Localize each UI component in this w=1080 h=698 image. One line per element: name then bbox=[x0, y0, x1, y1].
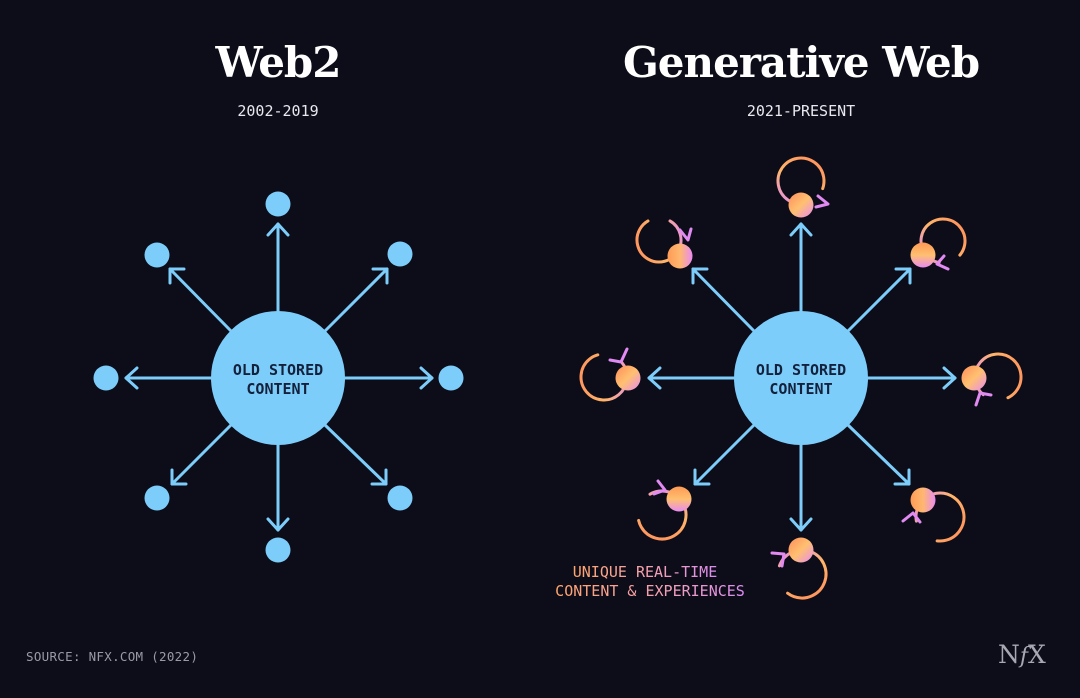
node-dot-bottom-left bbox=[144, 485, 170, 511]
generative-web-title: Generative Web bbox=[622, 38, 980, 87]
generative-nodes bbox=[579, 156, 1023, 600]
hub-label-line1: OLD STORED bbox=[756, 361, 846, 379]
refresh-node-top-right bbox=[910, 217, 967, 271]
cycle-arrowhead-icon bbox=[974, 391, 993, 407]
logo-x: X bbox=[1028, 640, 1046, 669]
arrow-down-right-icon bbox=[846, 423, 911, 486]
node-dot-top-right bbox=[387, 241, 413, 267]
arrow-up-icon bbox=[266, 222, 290, 313]
cycle-arrowhead-icon bbox=[814, 194, 830, 209]
source-credit: SOURCE: NFX.COM (2022) bbox=[26, 649, 199, 664]
node-dot-top-left bbox=[144, 242, 170, 268]
logo-f: f bbox=[1019, 644, 1029, 669]
caption-line2: CONTENT & EXPERIENCES bbox=[555, 582, 745, 600]
hub-label-line2: CONTENT bbox=[769, 380, 832, 398]
arrow-left-icon bbox=[124, 366, 213, 390]
web2-diagram bbox=[124, 222, 434, 532]
arrow-down-left-icon bbox=[693, 423, 756, 486]
node-dot-left bbox=[93, 365, 119, 391]
arrow-up-right-icon bbox=[846, 267, 912, 333]
logo-n: N bbox=[998, 640, 1020, 669]
cycle-arrowhead-icon bbox=[608, 347, 629, 364]
arrow-down-icon bbox=[789, 443, 813, 532]
cycle-arrowhead-icon bbox=[770, 551, 786, 568]
node-dot-right bbox=[438, 365, 464, 391]
arrow-up-icon bbox=[789, 222, 813, 313]
arrow-down-left-icon bbox=[170, 423, 233, 486]
web2-hub: OLD STORED CONTENT bbox=[211, 311, 345, 445]
node-dot-bottom bbox=[265, 537, 291, 563]
refresh-node-bottom-right bbox=[901, 487, 966, 543]
refresh-node-bottom bbox=[770, 537, 828, 600]
arrow-right-icon bbox=[866, 366, 957, 390]
arrow-left-icon bbox=[647, 366, 736, 390]
generative-web-subtitle: 2021-PRESENT bbox=[746, 102, 856, 120]
arrow-up-left-icon bbox=[691, 267, 756, 333]
hub-label-line1: OLD STORED bbox=[233, 361, 323, 379]
refresh-node-right bbox=[961, 352, 1023, 407]
node-dot-bottom-right bbox=[387, 485, 413, 511]
cycle-arrowhead-icon bbox=[678, 227, 693, 242]
node-dot-top bbox=[265, 191, 291, 217]
generative-caption: UNIQUE REAL-TIME CONTENT & EXPERIENCES bbox=[555, 563, 745, 600]
web2-title: Web2 bbox=[215, 38, 341, 87]
cycle-arrowhead-icon bbox=[901, 511, 922, 524]
arrow-down-icon bbox=[266, 443, 290, 532]
refresh-node-top bbox=[776, 156, 830, 218]
refresh-node-top-left bbox=[635, 216, 693, 269]
refresh-node-left bbox=[579, 347, 641, 402]
caption-line1: UNIQUE REAL-TIME bbox=[573, 563, 718, 581]
generative-hub: OLD STORED CONTENT bbox=[734, 311, 868, 445]
arrow-up-right-icon bbox=[323, 267, 389, 333]
cycle-arrowhead-icon bbox=[652, 479, 667, 496]
cycle-arrowhead-icon bbox=[935, 254, 950, 271]
arrow-down-right-icon bbox=[323, 423, 388, 486]
arrow-right-icon bbox=[343, 366, 434, 390]
cycle-ring-icon bbox=[914, 491, 966, 543]
web2-subtitle: 2002-2019 bbox=[237, 102, 319, 120]
refresh-node-bottom-left bbox=[636, 479, 692, 541]
nfx-logo: NfX bbox=[998, 640, 1046, 669]
arrow-up-left-icon bbox=[168, 267, 233, 333]
generative-diagram bbox=[647, 222, 957, 532]
hub-label-line2: CONTENT bbox=[246, 380, 309, 398]
web2-nodes bbox=[93, 191, 464, 563]
